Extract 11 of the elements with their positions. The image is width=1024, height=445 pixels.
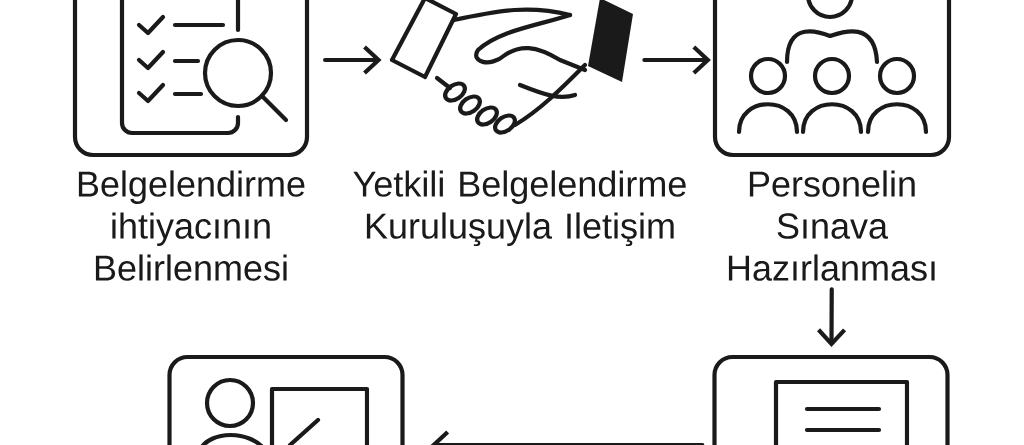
arrow — [430, 430, 705, 445]
node-label: Belgelendirme ihtiyacının Belirlenmesi — [78, 170, 305, 281]
node-label: Yetkili Belgelendirme Kuruluşuyla Iletişim — [353, 170, 686, 247]
arrow — [642, 45, 711, 75]
icon-box: Personelin Sınava Hazırlanması — [712, 0, 952, 281]
arrow — [817, 287, 847, 347]
icon-box — [712, 354, 950, 445]
handshake-drawing: Yetkili Belgelendirme Kuruluşuyla Iletişim — [353, 0, 686, 247]
icon-box — [167, 354, 405, 445]
node-label: Personelin Sınava Hazırlanması — [728, 170, 935, 281]
icon-box: Belgelendirme ihtiyacının Belirlenmesi — [72, 0, 310, 281]
